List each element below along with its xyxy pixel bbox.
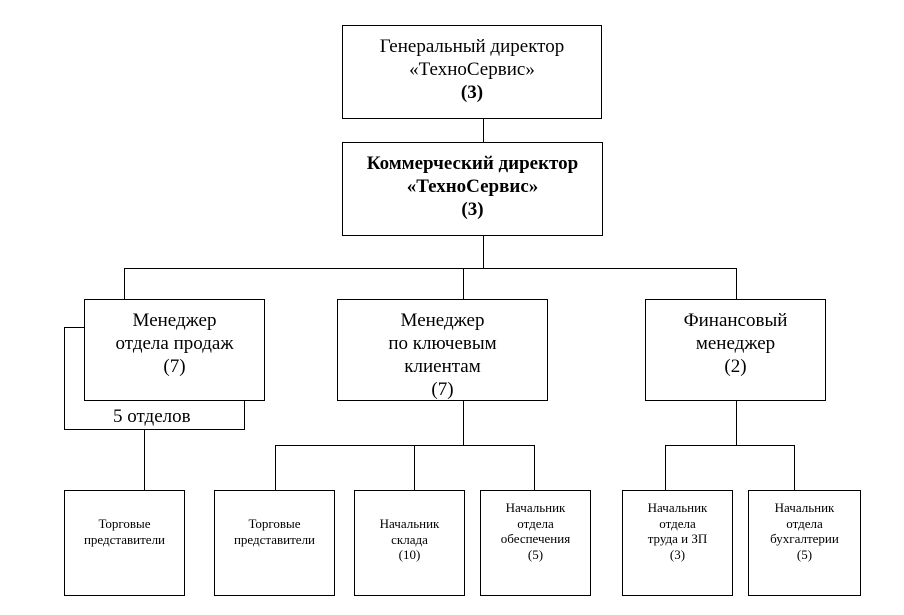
finance-manager-count: (2) xyxy=(724,356,747,377)
connector-commercial-down xyxy=(483,235,484,269)
finance-manager-line2: менеджер xyxy=(695,333,776,354)
accounting-head-line2: отдела xyxy=(786,515,823,531)
labor-head-count: (3) xyxy=(669,546,686,562)
accounting-head-line1: Начальник xyxy=(774,500,835,515)
warehouse-head-box: Начальник склада (10) xyxy=(354,490,465,596)
connector-to-sales-manager xyxy=(124,268,125,299)
supply-head-line3: обеспечения xyxy=(500,531,571,546)
connector-to-warehouse-head xyxy=(414,445,415,491)
commercial-director-count: (3) xyxy=(461,199,484,220)
key-sales-reps-line1: Торговые xyxy=(248,516,301,531)
key-accounts-manager-line3: клиентам xyxy=(404,356,481,377)
finance-manager-title: Финансовый xyxy=(683,310,788,331)
commercial-director-title: Коммерческий директор xyxy=(366,153,579,174)
commercial-director-company: «ТехноСервис» xyxy=(406,176,539,197)
connector-general-to-commercial xyxy=(483,118,484,142)
supply-head-line1: Начальник xyxy=(505,500,566,515)
general-director-company: «ТехноСервис» xyxy=(409,59,535,80)
general-director-title: Генеральный директор xyxy=(379,36,565,57)
connector-to-key-sales-reps xyxy=(275,445,276,491)
labor-head-box: Начальник отдела труда и ЗП (3) xyxy=(622,490,733,596)
connector-to-labor-head xyxy=(665,445,666,491)
key-accounts-manager-title: Менеджер xyxy=(400,310,485,331)
connector-to-accounting-head xyxy=(794,445,795,491)
connector-key-bus xyxy=(275,445,535,446)
connector-finance-bus xyxy=(665,445,794,446)
accounting-head-count: (5) xyxy=(796,546,813,562)
supply-head-line2: отдела xyxy=(517,515,554,531)
general-director-count: (3) xyxy=(460,82,484,103)
connector-to-key-manager xyxy=(463,268,464,299)
connector-to-finance-manager xyxy=(736,268,737,299)
sales-manager-count: (7) xyxy=(163,356,186,377)
labor-head-line1: Начальник xyxy=(647,500,708,515)
key-sales-reps-line2: представители xyxy=(233,531,316,547)
warehouse-head-line2: склада xyxy=(391,531,428,547)
supply-head-count: (5) xyxy=(527,546,544,562)
accounting-head-line3: бухгалтерии xyxy=(770,531,839,546)
labor-head-line2: отдела xyxy=(659,515,696,531)
labor-head-line3: труда и ЗП xyxy=(647,531,708,546)
sales-reps-box: Торговые представители xyxy=(64,490,185,596)
connector-departments-to-sales-reps xyxy=(144,429,145,491)
commercial-director-box: Коммерческий директор «ТехноСервис» (3) xyxy=(342,142,603,236)
warehouse-head-line1: Начальник xyxy=(379,516,440,531)
connector-key-manager-down xyxy=(463,400,464,445)
sales-reps-line1: Торговые xyxy=(98,516,151,531)
sales-manager-title: Менеджер xyxy=(132,310,217,331)
connector-to-supply-head xyxy=(534,445,535,491)
accounting-head-box: Начальник отдела бухгалтерии (5) xyxy=(748,490,861,596)
sales-departments-label: 5 отделов xyxy=(113,406,191,427)
key-accounts-manager-line2: по ключевым xyxy=(388,333,497,354)
warehouse-head-count: (10) xyxy=(398,547,421,562)
sales-reps-line2: представители xyxy=(83,531,166,547)
key-accounts-manager-box: Менеджер по ключевым клиентам (7) xyxy=(337,299,548,401)
sales-manager-dept: отдела продаж xyxy=(115,333,234,354)
connector-level2-bus xyxy=(124,268,737,269)
supply-head-box: Начальник отдела обеспечения (5) xyxy=(480,490,591,596)
sales-manager-box: Менеджер отдела продаж (7) xyxy=(84,299,265,401)
key-sales-reps-box: Торговые представители xyxy=(214,490,335,596)
finance-manager-box: Финансовый менеджер (2) xyxy=(645,299,826,401)
connector-finance-manager-down xyxy=(736,400,737,445)
general-director-box: Генеральный директор «ТехноСервис» (3) xyxy=(342,25,602,119)
key-accounts-manager-count: (7) xyxy=(431,379,454,400)
